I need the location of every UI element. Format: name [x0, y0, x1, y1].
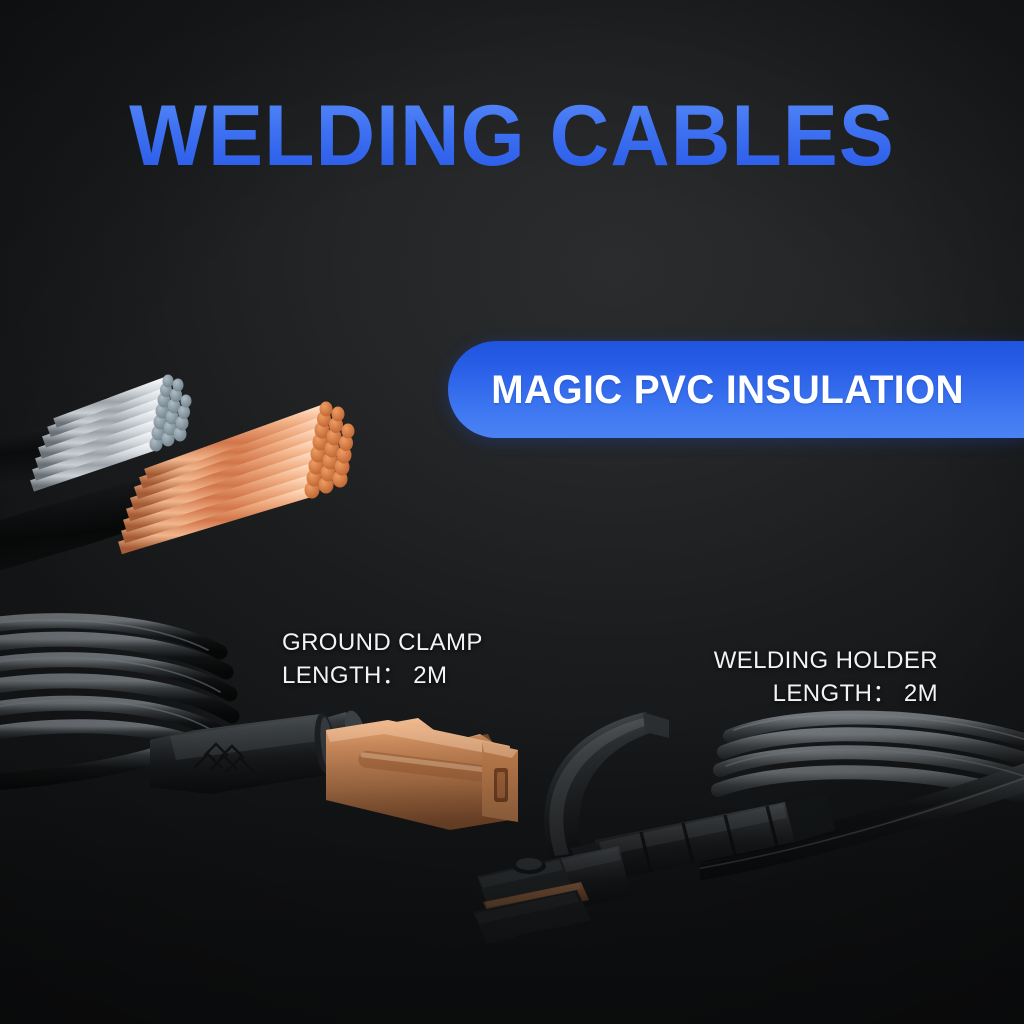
callout-ground-clamp-length: LENGTH： 2M	[282, 662, 448, 689]
insulation-badge-label: MAGIC PVC INSULATION	[491, 367, 965, 412]
callout-welding-holder-length: LENGTH： 2M	[772, 680, 938, 707]
callout-welding-holder: WELDING HOLDER LENGTH： 2M	[714, 644, 938, 710]
callout-ground-clamp: GROUND CLAMP LENGTH： 2M	[282, 626, 483, 692]
callout-ground-clamp-name: GROUND CLAMP	[282, 629, 483, 656]
page-title: WELDING CABLES	[20, 88, 1003, 184]
callout-welding-holder-name: WELDING HOLDER	[713, 647, 938, 674]
insulation-badge: MAGIC PVC INSULATION	[448, 341, 1024, 438]
